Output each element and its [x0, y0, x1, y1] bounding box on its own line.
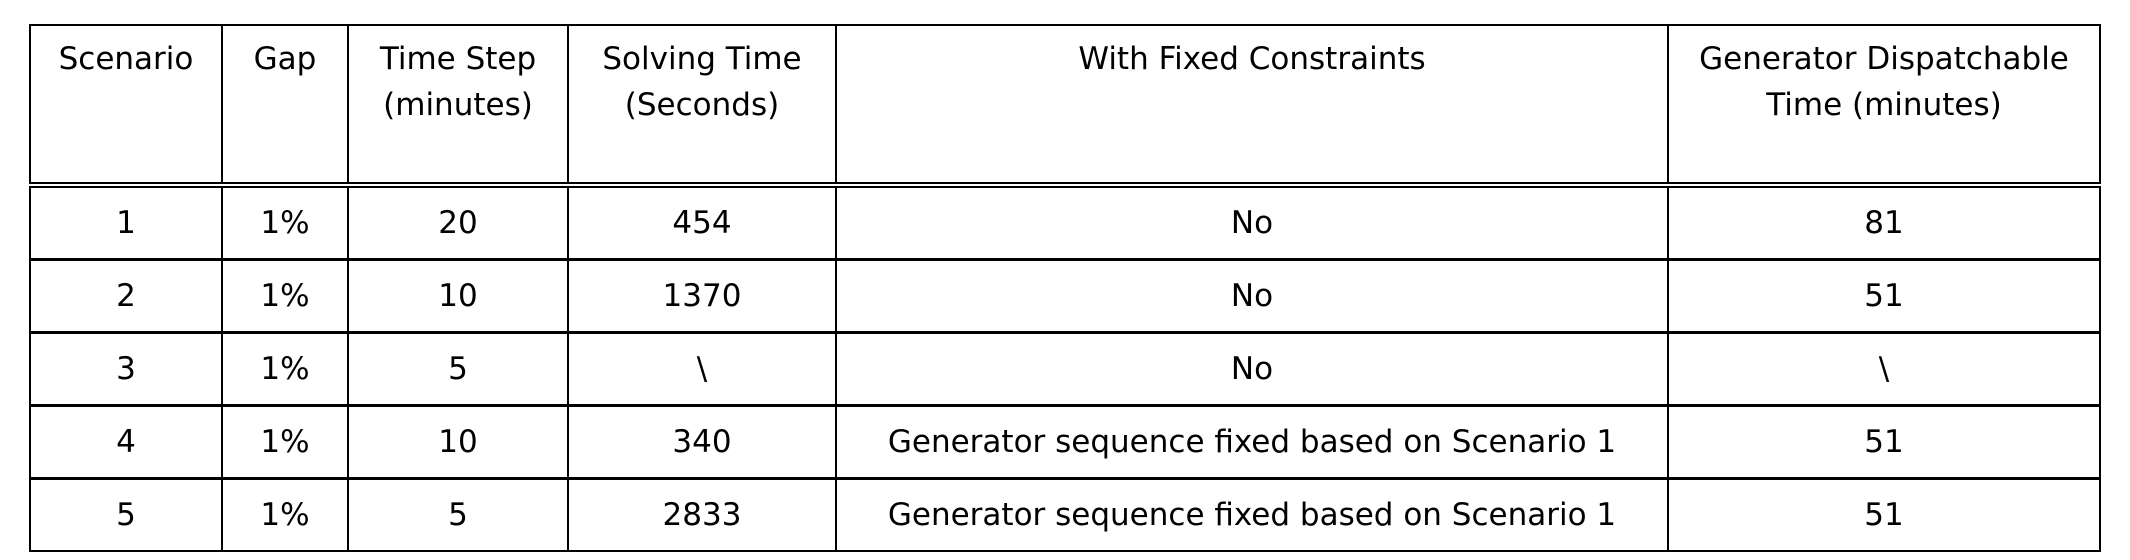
cell-gap: 1% — [221, 404, 349, 480]
cell-gap: 1% — [221, 331, 349, 407]
cell-fixed-constraints: No — [835, 183, 1669, 261]
cell-time-step: 5 — [347, 331, 569, 407]
cell-fixed-constraints: Generator sequence fixed based on Scenar… — [835, 477, 1669, 552]
header-dispatchable-time-line-2: Time (minutes) — [1766, 87, 2002, 123]
header-solving-time-line-2: (Seconds) — [624, 87, 780, 123]
cell-gap: 1% — [221, 183, 349, 261]
cell-time-step: 5 — [347, 477, 569, 552]
header-gap-line-1: Gap — [253, 41, 317, 77]
table-row: 4 1% 10 340 Generator sequence fixed bas… — [29, 404, 2101, 480]
cell-gap: 1% — [221, 477, 349, 552]
table-header: Scenario Gap Time Step (minutes) Solving… — [29, 24, 2101, 188]
table-body: 1 1% 20 454 No 81 2 1% 10 1370 No 51 3 1… — [29, 183, 2101, 552]
scenario-results-table: Scenario Gap Time Step (minutes) Solving… — [29, 24, 2101, 552]
header-fixed-constraints: With Fixed Constraints — [835, 24, 1669, 188]
cell-dispatchable-time: 51 — [1667, 258, 2101, 334]
header-time-step: Time Step (minutes) — [347, 24, 569, 188]
header-time-step-line-1: Time Step — [379, 41, 537, 77]
cell-dispatchable-time: 51 — [1667, 477, 2101, 552]
cell-fixed-constraints: Generator sequence fixed based on Scenar… — [835, 404, 1669, 480]
cell-time-step: 20 — [347, 183, 569, 261]
cell-solving-time: 454 — [567, 183, 837, 261]
cell-solving-time: 340 — [567, 404, 837, 480]
table-row: 2 1% 10 1370 No 51 — [29, 258, 2101, 334]
table-row: 1 1% 20 454 No 81 — [29, 183, 2101, 261]
cell-scenario: 1 — [29, 183, 223, 261]
header-row: Scenario Gap Time Step (minutes) Solving… — [29, 24, 2101, 188]
header-scenario: Scenario — [29, 24, 223, 188]
header-dispatchable-time-line-1: Generator Dispatchable — [1699, 41, 2069, 77]
cell-scenario: 2 — [29, 258, 223, 334]
cell-fixed-constraints: No — [835, 331, 1669, 407]
header-time-step-line-2: (minutes) — [383, 87, 533, 123]
results-table-container: Scenario Gap Time Step (minutes) Solving… — [29, 24, 2101, 552]
cell-scenario: 4 — [29, 404, 223, 480]
header-scenario-line-1: Scenario — [58, 41, 194, 77]
cell-dispatchable-time: 51 — [1667, 404, 2101, 480]
cell-solving-time: \ — [567, 331, 837, 407]
header-fixed-constraints-line-1: With Fixed Constraints — [1078, 41, 1426, 77]
cell-solving-time: 2833 — [567, 477, 837, 552]
header-solving-time-line-1: Solving Time — [602, 41, 802, 77]
cell-time-step: 10 — [347, 404, 569, 480]
cell-scenario: 3 — [29, 331, 223, 407]
header-gap: Gap — [221, 24, 349, 188]
table-row: 3 1% 5 \ No \ — [29, 331, 2101, 407]
cell-dispatchable-time: 81 — [1667, 183, 2101, 261]
cell-scenario: 5 — [29, 477, 223, 552]
header-solving-time: Solving Time (Seconds) — [567, 24, 837, 188]
cell-fixed-constraints: No — [835, 258, 1669, 334]
cell-gap: 1% — [221, 258, 349, 334]
cell-time-step: 10 — [347, 258, 569, 334]
cell-solving-time: 1370 — [567, 258, 837, 334]
header-dispatchable-time: Generator Dispatchable Time (minutes) — [1667, 24, 2101, 188]
table-row: 5 1% 5 2833 Generator sequence fixed bas… — [29, 477, 2101, 552]
cell-dispatchable-time: \ — [1667, 331, 2101, 407]
